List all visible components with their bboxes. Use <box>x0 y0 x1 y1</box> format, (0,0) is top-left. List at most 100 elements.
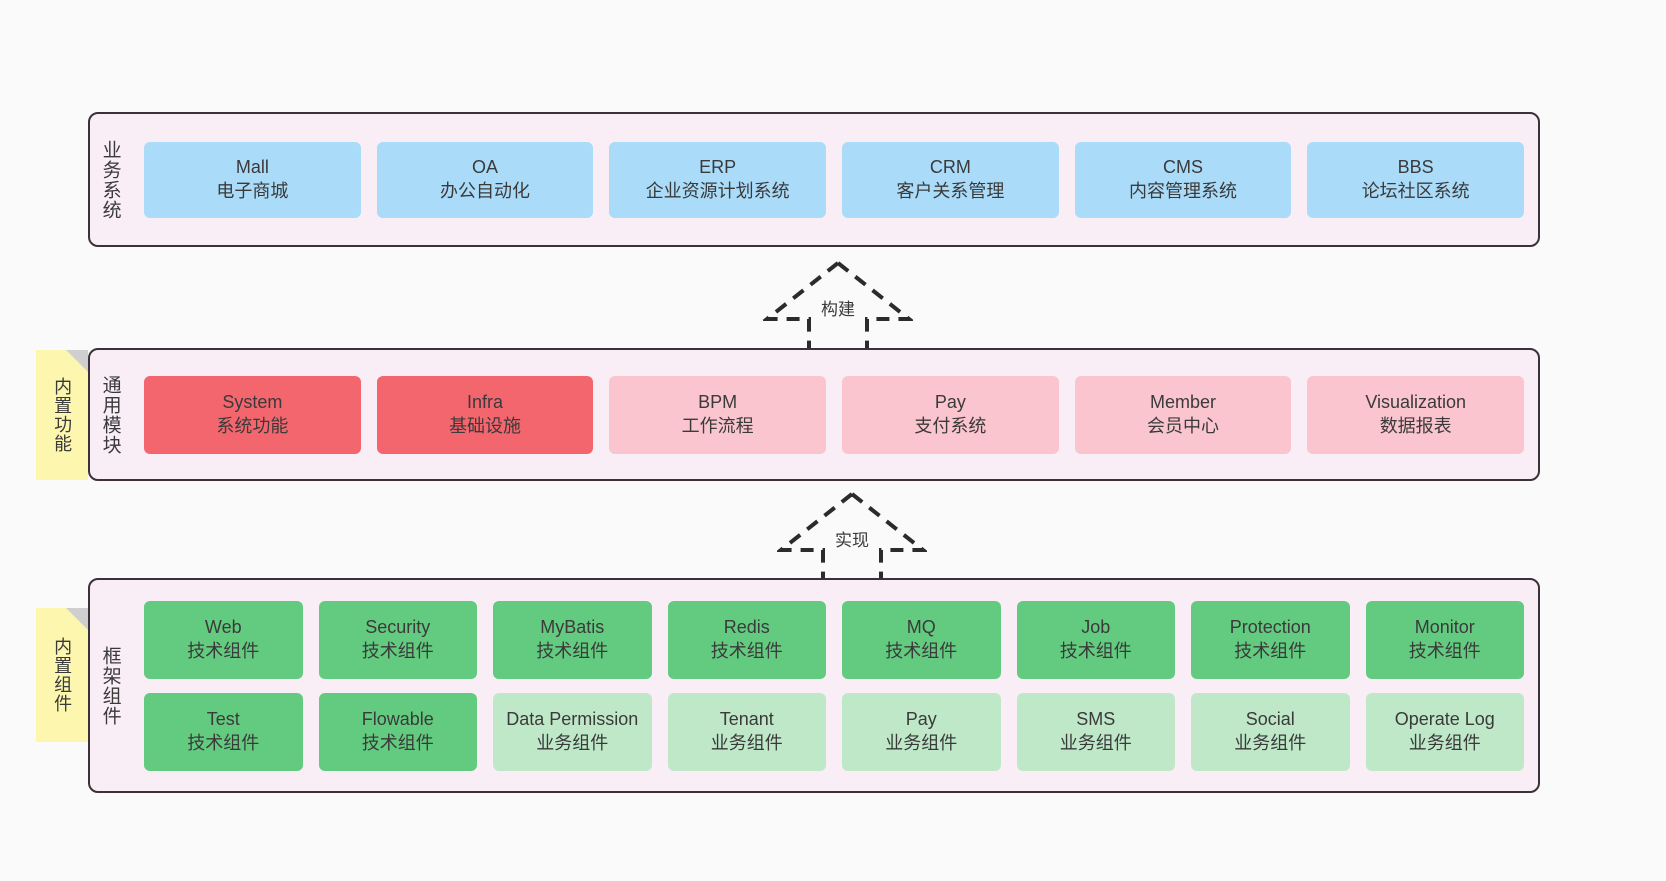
card-mybatis[interactable]: MyBatis 技术组件 <box>493 600 652 679</box>
card-title-cn: 业务组件 <box>1408 732 1481 753</box>
card-title-cn: 电子商城 <box>216 180 289 201</box>
card-visualization[interactable]: Visualization 数据报表 <box>1307 375 1525 454</box>
card-cms[interactable]: CMS 内容管理系统 <box>1074 141 1292 218</box>
layer-common-modules: 通用模块 System 系统功能 Infra 基础设施 BPM 工作流程 Pay… <box>88 348 1540 481</box>
card-security[interactable]: Security 技术组件 <box>318 600 477 679</box>
connector-implement-label: 实现 <box>835 531 869 550</box>
card-title-en: Member <box>1150 392 1217 413</box>
card-row: Mall 电子商城 OA 办公自动化 ERP 企业资源计划系统 CRM 客户关系… <box>144 141 1525 218</box>
card-tenant[interactable]: Tenant 业务组件 <box>667 692 826 771</box>
card-title-en: CMS <box>1163 157 1204 178</box>
card-title-en: OA <box>472 157 499 178</box>
card-title-en: Tenant <box>719 709 774 730</box>
card-title-cn: 技术组件 <box>1408 640 1481 661</box>
card-web[interactable]: Web 技术组件 <box>144 600 303 679</box>
card-title-cn: 系统功能 <box>216 415 289 436</box>
card-bpm[interactable]: BPM 工作流程 <box>609 375 827 454</box>
card-title-en: System <box>222 392 283 413</box>
card-member[interactable]: Member 会员中心 <box>1074 375 1292 454</box>
card-title-en: Data Permission <box>506 709 639 730</box>
card-title-en: BPM <box>698 392 738 413</box>
layer-body-framework: Web 技术组件 Security 技术组件 MyBatis 技术组件 Redi… <box>130 580 1538 791</box>
card-title-en: Social <box>1245 709 1295 730</box>
card-title-en: MQ <box>906 617 936 638</box>
card-title-cn: 数据报表 <box>1379 415 1452 436</box>
card-infra[interactable]: Infra 基础设施 <box>376 375 594 454</box>
card-mq[interactable]: MQ 技术组件 <box>842 600 1001 679</box>
card-erp[interactable]: ERP 企业资源计划系统 <box>609 141 827 218</box>
card-pay-business[interactable]: Pay 业务组件 <box>842 692 1001 771</box>
card-test[interactable]: Test 技术组件 <box>144 692 303 771</box>
connector-build: 构建 <box>763 259 913 351</box>
card-title-cn: 技术组件 <box>187 732 260 753</box>
connector-build-label: 构建 <box>821 300 855 319</box>
card-title-cn: 技术组件 <box>361 732 434 753</box>
card-title-en: Redis <box>723 617 770 638</box>
card-title-cn: 论坛社区系统 <box>1361 180 1470 201</box>
card-title-cn: 支付系统 <box>914 415 987 436</box>
card-bbs[interactable]: BBS 论坛社区系统 <box>1307 141 1525 218</box>
layer-title-modules: 通用模块 <box>99 374 121 455</box>
card-mall[interactable]: Mall 电子商城 <box>144 141 361 218</box>
layer-framework-components: 框架组件 Web 技术组件 Security 技术组件 MyBatis 技术组件… <box>88 578 1540 793</box>
card-title-en: Protection <box>1229 617 1311 638</box>
card-title-cn: 客户关系管理 <box>896 180 1005 201</box>
card-title-cn: 技术组件 <box>536 640 609 661</box>
card-title-cn: 内容管理系统 <box>1129 180 1238 201</box>
card-redis[interactable]: Redis 技术组件 <box>667 600 826 679</box>
card-title-en: Flowable <box>361 709 434 730</box>
card-title-cn: 办公自动化 <box>440 180 530 201</box>
card-title-cn: 业务组件 <box>710 732 783 753</box>
layer-body-business: Mall 电子商城 OA 办公自动化 ERP 企业资源计划系统 CRM 客户关系… <box>130 114 1538 245</box>
card-social[interactable]: Social 业务组件 <box>1191 692 1350 771</box>
card-title-en: CRM <box>929 157 971 178</box>
card-data-permission[interactable]: Data Permission 业务组件 <box>493 692 652 771</box>
card-title-en: Monitor <box>1414 617 1475 638</box>
card-monitor[interactable]: Monitor 技术组件 <box>1365 600 1524 679</box>
card-title-en: ERP <box>699 157 737 178</box>
card-crm[interactable]: CRM 客户关系管理 <box>842 141 1059 218</box>
card-job[interactable]: Job 技术组件 <box>1016 600 1175 679</box>
card-title-cn: 技术组件 <box>885 640 958 661</box>
note-builtin-components: 内置组件 <box>36 608 88 742</box>
card-title-cn: 会员中心 <box>1147 415 1220 436</box>
card-title-cn: 技术组件 <box>187 640 260 661</box>
card-title-cn: 技术组件 <box>361 640 434 661</box>
layer-title-framework: 框架组件 <box>99 645 121 726</box>
layer-title-business: 业务系统 <box>99 139 121 220</box>
card-title-en: SMS <box>1076 709 1116 730</box>
card-title-en: Test <box>206 709 240 730</box>
card-title-en: BBS <box>1397 157 1434 178</box>
card-title-cn: 业务组件 <box>1059 732 1132 753</box>
card-title-en: Mall <box>235 157 269 178</box>
card-title-cn: 业务组件 <box>885 732 958 753</box>
card-oa[interactable]: OA 办公自动化 <box>376 141 594 218</box>
card-title-en: Job <box>1081 617 1111 638</box>
card-protection[interactable]: Protection 技术组件 <box>1191 600 1350 679</box>
card-title-en: MyBatis <box>540 617 605 638</box>
card-title-en: Operate Log <box>1394 709 1495 730</box>
card-title-cn: 业务组件 <box>1234 732 1307 753</box>
connector-implement: 实现 <box>777 490 927 582</box>
card-title-cn: 业务组件 <box>536 732 609 753</box>
card-title-en: Infra <box>466 392 504 413</box>
card-title-en: Web <box>204 617 242 638</box>
card-title-en: Pay <box>905 709 937 730</box>
card-row: Test 技术组件 Flowable 技术组件 Data Permission … <box>144 692 1524 771</box>
card-title-cn: 企业资源计划系统 <box>645 180 790 201</box>
card-title-cn: 基础设施 <box>449 415 521 436</box>
card-title-en: Security <box>365 617 431 638</box>
card-pay[interactable]: Pay 支付系统 <box>842 375 1059 454</box>
layer-body-modules: System 系统功能 Infra 基础设施 BPM 工作流程 Pay 支付系统… <box>130 350 1538 479</box>
layer-business-systems: 业务系统 Mall 电子商城 OA 办公自动化 ERP 企业资源计划系统 CRM… <box>88 112 1540 247</box>
card-title-cn: 技术组件 <box>710 640 783 661</box>
card-row: Web 技术组件 Security 技术组件 MyBatis 技术组件 Redi… <box>144 600 1524 679</box>
card-system[interactable]: System 系统功能 <box>144 375 361 454</box>
card-title-cn: 工作流程 <box>681 415 754 436</box>
card-title-en: Visualization <box>1365 392 1467 413</box>
card-title-en: Pay <box>934 392 966 413</box>
card-operate-log[interactable]: Operate Log 业务组件 <box>1365 692 1524 771</box>
card-flowable[interactable]: Flowable 技术组件 <box>318 692 477 771</box>
card-sms[interactable]: SMS 业务组件 <box>1016 692 1175 771</box>
